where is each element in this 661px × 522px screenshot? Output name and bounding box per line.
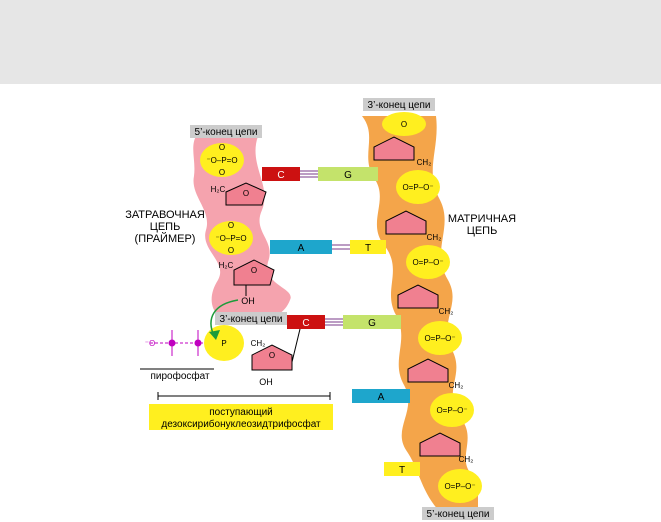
primer-title-line3: (ПРАЙМЕР): [135, 232, 196, 245]
template-3-end-label: 3’-конец цепи: [368, 100, 431, 111]
primer-sugar-1-O: O: [243, 189, 249, 198]
template-base-4: [352, 389, 410, 403]
primer-sugar-2: [233, 259, 275, 286]
pyrophosphate-minus-O: ⁻O: [145, 339, 155, 348]
template-5-end-box: [422, 507, 494, 520]
primer-title-line1: ЗАТРАВОЧНАЯ: [125, 209, 205, 221]
incoming-sugar-O: O: [269, 351, 275, 360]
primer-base-2: [270, 240, 332, 254]
template-base-2: [350, 240, 386, 254]
primer-5-end-label: 5’-конец цепи: [195, 127, 258, 138]
primer-sugar-2-H2C: H₂C: [219, 261, 234, 270]
template-phosphate-3-core: O=P–O⁻: [412, 258, 443, 267]
template-base-4-label: A: [378, 392, 385, 403]
primer-phosphate-2-O-bottom: O: [228, 246, 234, 255]
template-5-end-label: 5’-конец цепи: [427, 509, 490, 520]
primer-sugar-1: [225, 182, 267, 206]
template-sugar-3-CH2: CH₂: [439, 307, 454, 316]
incoming-alpha-phosphate-core: P: [221, 339, 226, 348]
template-sugar-5-CH2: CH₂: [459, 455, 474, 464]
incoming-base-label: C: [302, 318, 309, 329]
incoming-label-box: [149, 404, 333, 430]
template-phosphate-3: [406, 245, 450, 279]
template-phosphate-1: [382, 112, 426, 136]
template-phosphate-4: [418, 321, 462, 355]
incoming-base: [287, 315, 325, 329]
incoming-sugar-to-base: [291, 328, 301, 363]
primer-base-1: [262, 167, 300, 181]
primer-3-end-label: 3’-конец цепи: [220, 314, 283, 325]
template-phosphate-1-O: O: [401, 120, 407, 129]
primer-3-OH: OH: [241, 296, 255, 306]
incoming-label-line1: поступающий: [209, 407, 273, 418]
template-sugar-4-CH2: CH₂: [449, 381, 464, 390]
template-phosphate-2: [396, 170, 440, 204]
primer-base-1-label: C: [277, 170, 284, 181]
primer-base-2-label: A: [298, 243, 305, 254]
pyrophosphate-group: [150, 330, 205, 356]
primer-sugar-2-O: O: [251, 266, 257, 275]
primer-phosphate-1-O-top: O: [219, 143, 225, 152]
template-phosphate-2-core: O=P–O⁻: [402, 183, 433, 192]
primer-phosphate-2-core: ⁻O–P=O: [215, 234, 246, 243]
primer-phosphate-1-core: ⁻O–P=O: [206, 156, 237, 165]
template-title-line2: ЦЕПЬ: [467, 225, 498, 237]
incoming-label-line2: дезоксирибонуклеозидтрифосфат: [161, 418, 321, 430]
template-phosphate-5: [430, 393, 474, 427]
base-pair-bonds: [300, 170, 350, 326]
template-sugars: [373, 136, 461, 457]
template-base-1: [318, 167, 378, 181]
incoming-alpha-O-link: CH₂: [251, 339, 266, 348]
template-phosphate-5-core: O=P–O⁻: [436, 406, 467, 415]
template-base-3-label: G: [368, 318, 376, 329]
top-gray-band: [0, 0, 661, 84]
incoming-sugar: [251, 344, 293, 371]
pyrophosphate-label: пирофосфат: [150, 370, 209, 382]
primer-title-line2: ЦЕПЬ: [150, 221, 181, 233]
template-sugar-2-CH2: CH₂: [427, 233, 442, 242]
primer-sugar-1-H2C: H₂C: [211, 185, 226, 194]
template-base-2-label: T: [365, 243, 371, 254]
template-base-1-label: G: [344, 170, 352, 181]
template-base-5-label: T: [399, 465, 405, 476]
template-phosphate-6-core: O=P–O⁻: [444, 482, 475, 491]
incoming-3-OH: OH: [259, 377, 273, 387]
template-base-5: [384, 462, 420, 476]
template-phosphate-4-core: O=P–O⁻: [424, 334, 455, 343]
template-sugar-1-CH2: CH₂: [417, 158, 432, 167]
primer-5-end-box: [190, 125, 262, 138]
template-title-line1: МАТРИЧНАЯ: [448, 213, 516, 225]
primer-3-end-box: [215, 312, 287, 325]
primer-phosphate-1: [200, 143, 244, 177]
arrow-head: [209, 330, 220, 340]
primer-phosphate-2-O-top: O: [228, 221, 234, 230]
template-phosphate-6: [438, 469, 482, 503]
primer-phosphate-2: [209, 221, 253, 255]
primer-phosphate-1-O-bottom: O: [219, 168, 225, 177]
template-3-end-box: [363, 98, 435, 111]
template-base-3: [343, 315, 401, 329]
